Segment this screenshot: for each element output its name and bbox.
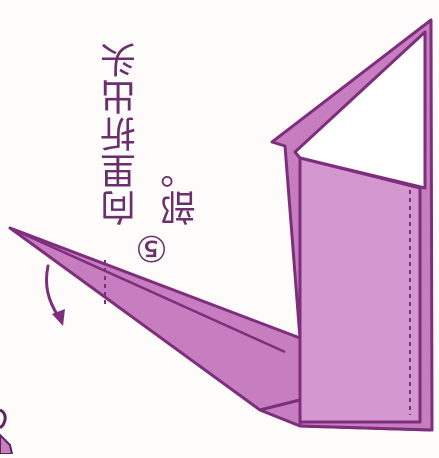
inner-flap — [298, 156, 422, 424]
inner-white-panel — [293, 30, 427, 190]
step-marker: ⑤ — [131, 226, 172, 268]
instruction-text: 向里折出头部。 — [101, 41, 202, 226]
partial-figure-fragment — [0, 408, 14, 455]
instruction-caption: ⑤ 向里折出头部。 — [101, 8, 202, 268]
fold-line-neck — [9, 226, 286, 354]
curved-arrow-down-icon — [44, 264, 65, 326]
